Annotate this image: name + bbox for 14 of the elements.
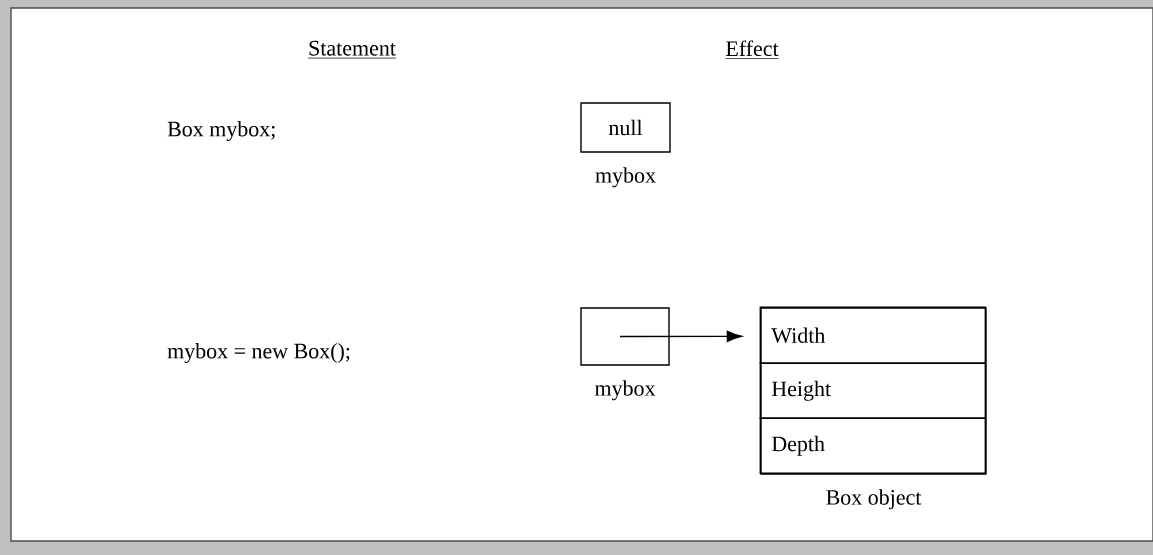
reference-box (580, 307, 670, 366)
node-label: mybox (594, 380, 656, 401)
object-box (760, 307, 987, 475)
value-box: null (580, 102, 671, 153)
node-label: Box object (826, 489, 922, 510)
column-heading: Statement (307, 40, 397, 59)
table-row: Depth (759, 417, 986, 474)
table-row: Width (759, 306, 986, 364)
code-statement: Box mybox; (167, 121, 275, 141)
column-heading: Effect (725, 40, 779, 59)
table-row: Height (759, 362, 986, 419)
code-statement: mybox = new Box(); (167, 343, 350, 363)
node-label: mybox (595, 167, 656, 188)
arrow (619, 330, 742, 342)
